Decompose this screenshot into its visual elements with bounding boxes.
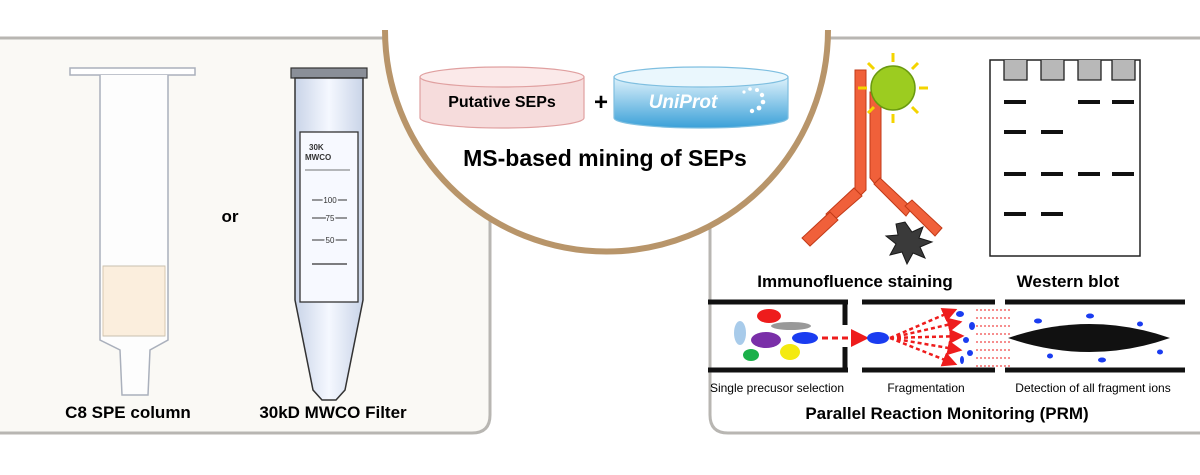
prm-title: Parallel Reaction Monitoring (PRM) xyxy=(805,404,1088,423)
putative-seps-label: Putative SEPs xyxy=(448,94,556,111)
immunofluorescence-label: Immunofluence staining xyxy=(757,272,953,291)
prm-stage-detection-label: Detection of all fragment ions xyxy=(1015,381,1170,395)
plus-sign: + xyxy=(594,89,608,116)
or-connector: or xyxy=(222,207,239,226)
orbitrap-detector xyxy=(1008,324,1170,352)
western-blot-label: Western blot xyxy=(1017,272,1120,291)
mwco-filter-tube-icon: 30K MWCO 100 75 50 xyxy=(290,67,368,401)
putative-seps-database: Putative SEPs xyxy=(419,66,585,129)
filter-tube-label-line1: 30K xyxy=(309,143,324,152)
filter-mark-100: 100 xyxy=(323,196,337,205)
fluorophore-sun-icon xyxy=(858,53,928,123)
mwco-filter-label: 30kD MWCO Filter xyxy=(259,403,407,422)
prm-schematic: Single precusor selection Fragmentation … xyxy=(708,299,1185,423)
uniprot-logo: UniProt xyxy=(649,92,718,113)
prm-stage-fragmentation-label: Fragmentation xyxy=(887,381,964,395)
c8-spe-column-label: C8 SPE column xyxy=(65,403,191,422)
sample-prep-panel: or 30K MWCO 100 75 50 C8 SPE column 30kD… xyxy=(0,36,492,435)
ms-mining-panel: Putative SEPs + UniProt MS-based mining … xyxy=(382,29,831,255)
precursor-ion-mix xyxy=(734,309,818,361)
filter-mark-50: 50 xyxy=(326,236,335,245)
validation-panel: Immunofluence staining xyxy=(708,36,1200,435)
uniprot-swirl-icon xyxy=(742,87,766,114)
c8-spe-column-icon xyxy=(69,67,196,396)
filter-mark-75: 75 xyxy=(326,214,335,223)
ms-mining-title: MS-based mining of SEPs xyxy=(463,145,747,171)
selected-precursor-ion xyxy=(867,332,889,344)
uniprot-database: UniProt xyxy=(613,66,789,129)
filter-tube-label-line2: MWCO xyxy=(305,153,331,162)
target-star-icon xyxy=(884,221,934,266)
prm-stage-selection-label: Single precusor selection xyxy=(710,381,844,395)
antibody-icon xyxy=(801,69,943,247)
western-blot-icon xyxy=(989,59,1141,257)
